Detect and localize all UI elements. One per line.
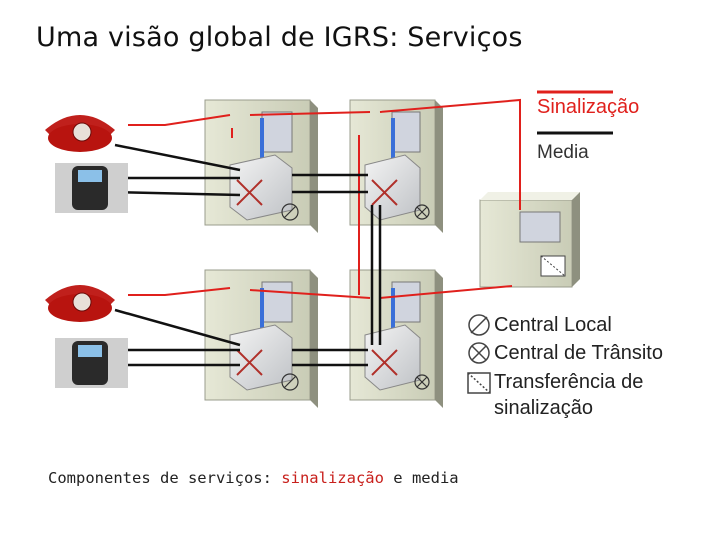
signaling-transfer-box [479, 192, 580, 288]
switch-arrows [236, 179, 398, 376]
legend-signaling-label: Sinalização [537, 96, 640, 118]
caption: Componentes de serviços: sinalização e m… [48, 469, 459, 487]
central-transito-icon [468, 342, 490, 364]
mobile-phone-icon [55, 163, 128, 388]
legend-transfer-line2: sinalização [494, 397, 593, 419]
caption-suffix: e media [383, 469, 459, 487]
telephone-icon [45, 115, 115, 322]
legend-media-label: Media [537, 142, 589, 163]
legend-central-transito: Central de Trânsito [494, 342, 663, 364]
page-title: Uma visão global de IGRS: Serviços [36, 22, 523, 53]
media-lines [109, 143, 382, 367]
caption-prefix: Componentes de serviços: [48, 469, 282, 487]
signaling-lines [128, 98, 521, 299]
transferencia-sinalizacao-icon [467, 372, 491, 394]
legend-transfer-line1: Transferência de [494, 371, 644, 393]
switch-cube-icon [229, 154, 421, 391]
central-local-icon [468, 314, 490, 336]
legend-central-local: Central Local [494, 314, 612, 336]
exchange-marks [281, 203, 430, 391]
caption-highlight: sinalização [281, 469, 384, 487]
